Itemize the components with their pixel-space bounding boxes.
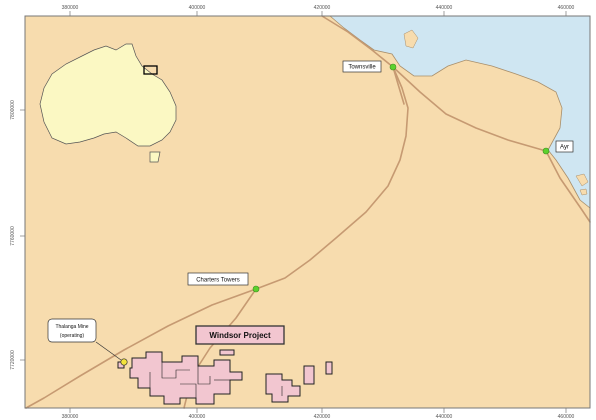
label-ayr-text: Ayr (560, 145, 569, 151)
label-ayr: Ayr (555, 140, 574, 153)
road-townsville-charters-towers (255, 66, 409, 290)
label-box (187, 272, 249, 286)
label-windsor-project: Windsor Project (195, 325, 285, 345)
x-tick-label-bottom: 460000 (558, 414, 575, 420)
mine-marker-thalanga (120, 358, 128, 366)
road-coastal-north (321, 15, 394, 68)
x-tick-label-bottom: 440000 (436, 414, 453, 420)
label-thalanga-line1: Thalanga Mine (55, 324, 88, 330)
label-townsville: Townsville (342, 60, 382, 73)
tenement-subdivisions (149, 362, 283, 398)
y-tick-label: 7720000 (10, 350, 16, 370)
road-townsville-ayr (392, 66, 547, 152)
coastline (329, 15, 591, 209)
label-windsor-project-text: Windsor Project (209, 331, 271, 340)
project-tenements (117, 349, 333, 405)
tenement-block-east-c (325, 361, 333, 375)
left-axis-ticks (20, 109, 25, 361)
label-thalanga-mine: Thalanga Mine (operating) (47, 318, 97, 343)
town-marker-charters-towers (252, 285, 260, 293)
tenement-block-main (129, 351, 243, 405)
town-marker-ayr (542, 147, 550, 155)
road-network (25, 15, 591, 409)
label-townsville-text: Townsville (348, 65, 376, 71)
island-cape (575, 173, 589, 187)
label-box (47, 318, 97, 343)
road-charters-towers-southwest (25, 288, 257, 409)
subdivision-line (197, 366, 211, 385)
x-tick-label-top: 460000 (558, 5, 575, 11)
x-tick-label-top: 380000 (62, 5, 79, 11)
inset-location-box (143, 65, 158, 75)
tasmania-outline (149, 151, 161, 163)
tenement-block-north (219, 349, 235, 356)
map-frame (24, 15, 591, 409)
x-tick-label-bottom: 400000 (189, 414, 206, 420)
australia-inset (39, 43, 177, 163)
x-tick-label-bottom: 420000 (314, 414, 331, 420)
label-charters-towers: Charters Towers (187, 272, 249, 286)
town-marker-townsville (389, 63, 397, 71)
subdivision-line (161, 362, 190, 379)
tenement-block-east-a (265, 373, 301, 403)
road-ayr-south (545, 150, 591, 223)
label-box (342, 60, 382, 73)
top-axis-ticks (69, 11, 567, 16)
tenement-block-east-b (303, 365, 315, 385)
label-charters-towers-text: Charters Towers (196, 278, 240, 284)
island-magnetic (403, 29, 419, 49)
label-box (195, 325, 285, 345)
sea-area (330, 16, 590, 208)
x-tick-label-top: 400000 (189, 5, 206, 11)
label-thalanga-line2: (operating) (60, 333, 85, 339)
y-tick-label: 7800000 (10, 100, 16, 120)
x-tick-label-top: 420000 (314, 5, 331, 11)
x-tick-label-bottom: 380000 (62, 414, 79, 420)
label-box (555, 140, 574, 153)
subdivision-line (180, 383, 197, 398)
road-townsville-inland (392, 66, 405, 105)
y-tick-label: 7760000 (10, 226, 16, 246)
mine-leader-line (95, 341, 122, 361)
australia-outline (39, 43, 177, 147)
bottom-axis-ticks (69, 408, 567, 413)
x-tick-label-top: 440000 (436, 5, 453, 11)
island-small (579, 188, 588, 196)
